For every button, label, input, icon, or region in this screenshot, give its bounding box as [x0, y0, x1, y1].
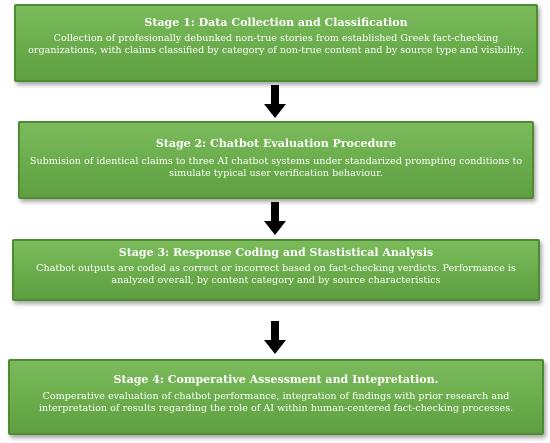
stage-1-title: Stage 1: Data Collection and Classificat… [144, 16, 408, 29]
stage-3-box: Stage 3: Response Coding and Stastistica… [12, 239, 540, 301]
stage-4-title: Stage 4: Comperative Assessment and Inte… [113, 373, 439, 386]
stage-3-description: Chatbot outputs are coded as correct or … [36, 263, 516, 286]
down-arrow-icon [264, 202, 286, 235]
stage-4-description: Comperative evaluation of chatbot perfor… [38, 391, 514, 414]
stage-2-box: Stage 2: Chatbot Evaluation Procedure Su… [18, 121, 534, 199]
stage-1-description: Collection of profesionally debunked non… [28, 33, 524, 56]
down-arrow-icon [264, 85, 286, 118]
stage-1-box: Stage 1: Data Collection and Classificat… [14, 4, 538, 82]
stage-3-title: Stage 3: Response Coding and Stastistica… [118, 246, 434, 259]
down-arrow-icon [264, 321, 286, 354]
stage-4-box: Stage 4: Comperative Assessment and Inte… [8, 359, 544, 435]
stage-2-title: Stage 2: Chatbot Evaluation Procedure [155, 137, 397, 150]
stage-2-description: Submision of identical claims to three A… [29, 156, 523, 179]
